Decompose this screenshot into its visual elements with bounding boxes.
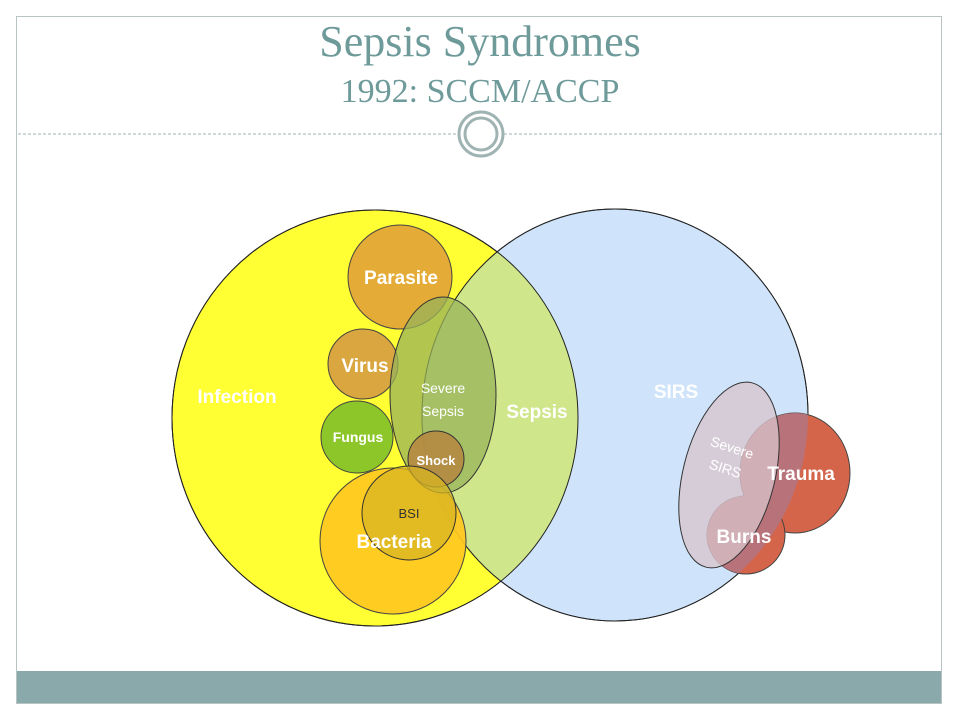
virus-label: Virus: [341, 356, 388, 377]
severe-sepsis-label-line2: Sepsis: [422, 403, 464, 419]
bacteria-label: Bacteria: [357, 532, 432, 553]
fungus-label: Fungus: [333, 429, 384, 445]
bsi-label: BSI: [399, 506, 420, 521]
shock-label: Shock: [416, 453, 456, 468]
header-ring-inner: [463, 116, 499, 152]
sepsis-overlap: [422, 210, 578, 621]
slide-title: Sepsis Syndromes: [319, 17, 641, 66]
footer-bar: [17, 671, 941, 703]
infection-label: Infection: [197, 387, 276, 408]
slide-frame: [16, 16, 942, 704]
fungus-circle: [320, 400, 394, 474]
slide-subtitle: 1992: SCCM/ACCP: [340, 73, 620, 110]
burns-label: Burns: [717, 527, 772, 548]
sirs-label: SIRS: [654, 382, 698, 403]
infection-outline: [171, 209, 579, 627]
severe-sirs-ellipse: [678, 381, 780, 569]
bsi-circle: [361, 465, 457, 561]
parasite-label: Parasite: [364, 268, 438, 289]
trauma-label: Trauma: [767, 464, 835, 485]
sepsis-label: Sepsis: [506, 402, 567, 423]
severe-sepsis-label-line1: Severe: [421, 380, 466, 396]
